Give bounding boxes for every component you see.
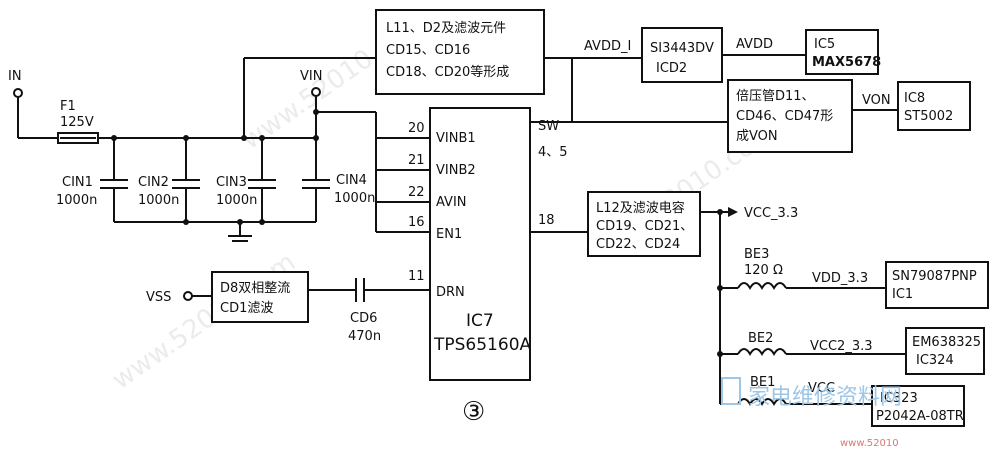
ic7-pin-20-name: VINB1	[436, 131, 476, 146]
cin2-ref: CIN2	[138, 175, 169, 190]
vss-terminal	[183, 291, 193, 301]
ic324-line2: IC324	[916, 353, 954, 368]
avdd-i-label: AVDD_I	[584, 39, 631, 54]
filter-l12-block	[587, 191, 701, 257]
capacitor-cin1	[100, 138, 128, 222]
doubler-line2: CD46、CD47形	[736, 109, 833, 124]
cin1-ref: CIN1	[62, 175, 93, 190]
ic8-block	[897, 81, 971, 131]
ic7-sw-name: SW	[538, 119, 559, 134]
ic7-pin-22-num: 22	[408, 185, 425, 200]
ic7-pin-20-num: 20	[408, 121, 425, 136]
rectifier-block	[211, 271, 309, 323]
ic5-line1: IC5	[814, 37, 835, 52]
logo-icon	[721, 377, 741, 405]
be1-net: VCC	[808, 381, 835, 396]
ic1-line2: IC1	[892, 287, 913, 302]
capacitor-cd6	[355, 278, 365, 302]
capacitor-cin2	[172, 138, 200, 222]
doubler-line3: 成VON	[736, 129, 778, 144]
capacitor-cin4	[302, 138, 330, 222]
si3443dv-line1: SI3443DV	[650, 41, 714, 56]
cin4-value: 1000n	[334, 191, 375, 206]
ic7-pin-16-num: 16	[408, 215, 425, 230]
avdd-label: AVDD	[736, 37, 773, 52]
cin4-ref: CIN4	[336, 173, 367, 188]
ic323-line2: P2042A-08TR	[876, 409, 964, 424]
vss-label: VSS	[146, 290, 171, 305]
in-terminal	[13, 88, 23, 98]
cin3-value: 1000n	[216, 193, 257, 208]
be1-ref: BE1	[750, 375, 775, 390]
ic323-block	[871, 385, 965, 427]
ic7-part: TPS65160A	[433, 335, 532, 355]
filter-l11-line1: L11、D2及滤波元件	[386, 21, 506, 36]
von-label: VON	[862, 93, 891, 108]
ic7-pin-22-name: AVIN	[436, 195, 467, 210]
be2-net: VCC2_3.3	[810, 339, 873, 354]
si3443dv-line2: ICD2	[656, 61, 687, 76]
be3-ref: BE3	[744, 247, 769, 262]
be3-net: VDD_3.3	[812, 271, 868, 286]
logo-site: www.52010	[840, 438, 899, 449]
ic7-tps65160a	[429, 107, 531, 381]
in-label: IN	[8, 69, 22, 84]
ic7-out-pin: 18	[538, 213, 555, 228]
arrow-icon	[728, 207, 738, 217]
cd6-value: 470n	[348, 329, 381, 344]
doubler-block	[727, 79, 853, 153]
filter-l11-block	[375, 9, 545, 95]
ic7-pin-21-name: VINB2	[436, 163, 476, 178]
logo-text: 家电维修资料网	[748, 385, 902, 410]
ic7-pin-11-num: 11	[408, 269, 425, 284]
junction-dots	[111, 109, 723, 357]
ic7-pin-11-name: DRN	[436, 285, 465, 300]
be2-ref: BE2	[748, 331, 773, 346]
ic5-block	[805, 29, 879, 75]
be3-value: 120 Ω	[744, 263, 783, 278]
filter-l12-line1: L12及滤波电容	[596, 200, 685, 216]
filter-l11-line3: CD18、CD20等形成	[386, 64, 509, 80]
ic1-line1: SN79087PNP	[892, 269, 977, 284]
filter-l11-line2: CD15、CD16	[386, 43, 470, 58]
ferrite-bead-be2	[737, 348, 787, 356]
fuse-ref: F1	[60, 99, 76, 114]
fuse-value: 125V	[60, 115, 94, 130]
vcc33-label: VCC_3.3	[744, 206, 798, 221]
filter-l12-line2: CD19、CD21、	[596, 219, 693, 234]
capacitor-cin3	[248, 138, 276, 222]
ic324-line1: EM638325	[912, 335, 981, 350]
cin3-ref: CIN3	[216, 175, 247, 190]
cin1-value: 1000n	[56, 193, 97, 208]
ic7-sw-pins: 4、5	[538, 145, 568, 160]
rectifier-line2: CD1滤波	[220, 301, 273, 316]
rectifier-line1: D8双相整流	[220, 281, 290, 296]
vin-terminal	[311, 87, 321, 97]
vin-label: VIN	[300, 69, 322, 84]
ic5-line2: MAX5678	[812, 55, 881, 70]
ferrite-bead-be3	[737, 282, 787, 290]
ic1-block	[885, 261, 989, 309]
doubler-line1: 倍压管D11、	[736, 89, 815, 104]
ic7-pin-21-num: 21	[408, 153, 425, 168]
site-logo: 家电维修资料网 www.52010	[721, 377, 902, 449]
ic7-name: IC7	[466, 311, 494, 331]
ic7-pin-16-name: EN1	[436, 227, 462, 242]
ferrite-bead-be1	[737, 398, 787, 406]
cd6-ref: CD6	[350, 311, 377, 326]
ic324-block	[905, 327, 985, 375]
ic8-line1: IC8	[904, 91, 925, 106]
ic8-line2: ST5002	[904, 109, 953, 124]
figure-number: ③	[462, 397, 485, 427]
ic323-line1: IC323	[880, 391, 918, 406]
filter-l12-line3: CD22、CD24	[596, 237, 680, 252]
cin2-value: 1000n	[138, 193, 179, 208]
